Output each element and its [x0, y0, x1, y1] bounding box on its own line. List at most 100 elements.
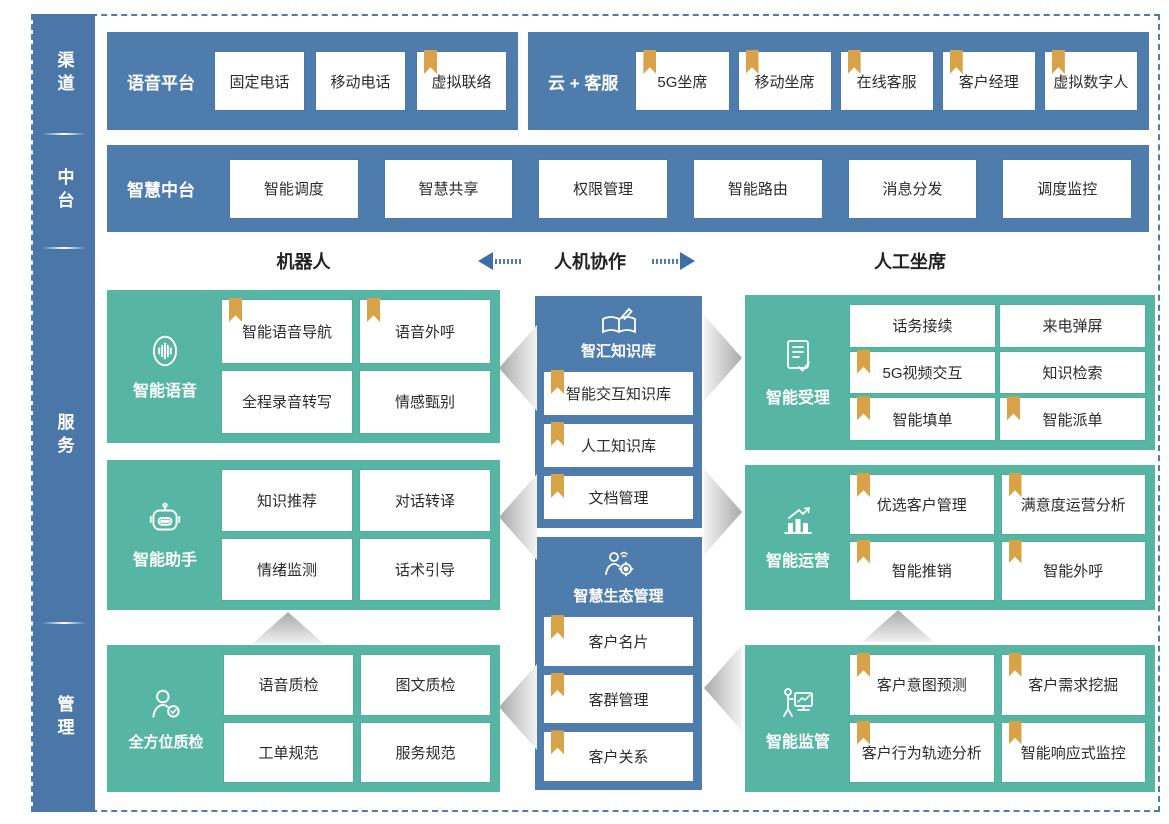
- item-label: 5G坐席: [657, 73, 708, 91]
- channel-item-account-manager[interactable]: 客户经理: [942, 50, 1035, 110]
- voice-platform-label: 语音平台: [127, 73, 195, 93]
- voice-wave-icon: [146, 332, 184, 370]
- quality-inspector-icon: [147, 686, 185, 724]
- item-smart-form-filling[interactable]: 智能填单: [850, 396, 995, 440]
- item-label: 话务接续: [892, 318, 953, 336]
- sidebar-label: 渠道: [54, 50, 74, 97]
- item-ticket-standard[interactable]: 工单规范: [224, 722, 353, 782]
- bookmark-icon: [1051, 50, 1065, 74]
- cloud-service-label: 云 + 客服: [548, 73, 619, 93]
- channel-item-fixed-phone[interactable]: 固定电话: [215, 52, 304, 110]
- item-interactive-kb[interactable]: 智能交互知识库: [544, 370, 693, 415]
- item-voice-outbound[interactable]: 语音外呼: [360, 298, 490, 363]
- item-knowledge-retrieval[interactable]: 知识检索: [1000, 351, 1145, 394]
- item-label: 智慧共享: [418, 181, 479, 198]
- channel-item-virtual-human[interactable]: 虚拟数字人: [1044, 50, 1137, 110]
- bookmark-icon: [1008, 473, 1022, 497]
- item-label: 虚拟数字人: [1053, 73, 1129, 91]
- bookmark-icon: [643, 50, 657, 74]
- block-title: 智能运营: [765, 553, 830, 570]
- item-smart-promotion[interactable]: 智能推销: [850, 539, 994, 600]
- item-customer-group[interactable]: 客群管理: [544, 672, 693, 724]
- sidebar-label: 中台: [54, 168, 74, 214]
- midplatform-item-message[interactable]: 消息分发: [848, 159, 977, 218]
- item-smart-outbound[interactable]: 智能外呼: [1001, 539, 1145, 600]
- item-knowledge-recommendation[interactable]: 知识推荐: [222, 470, 352, 531]
- midplatform-item-permission[interactable]: 权限管理: [539, 159, 668, 218]
- channel-item-online-service[interactable]: 在线客服: [840, 50, 933, 110]
- item-responsive-monitoring[interactable]: 智能响应式监控: [1001, 720, 1145, 782]
- knowledge-book-icon: [599, 307, 639, 337]
- item-customer-relationship[interactable]: 客户关系: [544, 730, 693, 782]
- channel-item-mobile-phone[interactable]: 移动电话: [316, 52, 405, 110]
- item-customer-card[interactable]: 客户名片: [544, 615, 693, 666]
- smart-assistant-label: 智能助手: [117, 470, 213, 600]
- smart-operation-block: 智能运营 优选客户管理 满意度运营分析 智能推销 智能外呼: [745, 465, 1155, 610]
- item-recording-transcription[interactable]: 全程录音转写: [222, 370, 352, 433]
- document-check-icon: [780, 337, 816, 377]
- item-label: 5G视频交互: [882, 364, 963, 382]
- block-title: 智能语音: [132, 383, 197, 400]
- item-intent-prediction[interactable]: 客户意图预测: [850, 653, 994, 715]
- item-label: 客户名片: [588, 633, 649, 651]
- midplatform-item-sharing[interactable]: 智慧共享: [384, 159, 513, 218]
- item-5g-video-interaction[interactable]: 5G视频交互: [850, 349, 995, 394]
- item-voice-qc[interactable]: 语音质检: [224, 655, 353, 715]
- quality-inspection-block: 全方位质检 语音质检 图文质检 工单规范 服务规范: [107, 645, 500, 792]
- bookmark-icon: [551, 474, 564, 498]
- item-label: 情感甄别: [394, 394, 455, 412]
- channel-item-virtual-contact[interactable]: 虚拟联络: [417, 50, 506, 110]
- knowledge-base-block: 智汇知识库 智能交互知识库 人工知识库 文档管理: [535, 296, 702, 528]
- sidebar-divider: [42, 622, 86, 624]
- smart-supervision-label: 智能监管: [755, 655, 841, 782]
- item-label: 智能填单: [892, 411, 953, 429]
- block-title: 全方位质检: [128, 733, 204, 751]
- bookmark-icon: [857, 539, 870, 564]
- item-voice-navigation[interactable]: 智能语音导航: [222, 298, 352, 363]
- item-label: 全程录音转写: [241, 394, 332, 412]
- item-document-management[interactable]: 文档管理: [544, 474, 693, 519]
- item-label: 移动电话: [330, 73, 391, 91]
- voice-platform-panel: 语音平台 固定电话 移动电话 虚拟联络: [107, 32, 518, 130]
- item-label: 在线客服: [856, 73, 917, 91]
- item-service-standard[interactable]: 服务规范: [361, 722, 490, 782]
- item-image-text-qc[interactable]: 图文质检: [361, 655, 490, 715]
- item-demand-mining[interactable]: 客户需求挖掘: [1001, 653, 1145, 715]
- item-label: 移动坐席: [754, 73, 815, 91]
- layer-sidebar: 渠道 中台 服务 管理: [33, 14, 95, 812]
- item-label: 调度监控: [1037, 181, 1098, 198]
- midplatform-item-monitor[interactable]: 调度监控: [1003, 159, 1132, 218]
- bookmark-icon: [1008, 720, 1022, 745]
- item-call-connection[interactable]: 话务接续: [850, 305, 995, 347]
- item-preferred-customer-mgmt[interactable]: 优选客户管理: [850, 473, 994, 534]
- item-label: 智能派单: [1042, 411, 1103, 429]
- item-label: 客户经理: [958, 73, 1019, 91]
- item-script-guidance[interactable]: 话术引导: [360, 539, 490, 600]
- channel-item-5g-seat[interactable]: 5G坐席: [636, 50, 729, 110]
- item-emotion-screening[interactable]: 情感甄别: [360, 370, 490, 433]
- sidebar-divider: [42, 247, 86, 249]
- item-label: 知识推荐: [256, 493, 317, 510]
- bookmark-icon: [745, 50, 759, 74]
- midplatform-item-routing[interactable]: 智能路由: [694, 159, 822, 218]
- left-arrow-icon: [478, 252, 523, 270]
- item-behavior-trajectory[interactable]: 客户行为轨迹分析: [850, 720, 994, 782]
- item-caller-popup[interactable]: 来电弹屏: [1000, 305, 1145, 347]
- sidebar-item-channel: 渠道: [33, 14, 95, 133]
- cloud-service-panel: 云 + 客服 5G坐席 移动坐席 在线客服 客户经理 虚拟数字人: [528, 32, 1149, 130]
- header-human-agent: 人工坐席: [874, 252, 946, 272]
- channel-item-mobile-seat[interactable]: 移动坐席: [738, 50, 831, 110]
- bookmark-icon: [1008, 539, 1022, 564]
- right-arrow-icon: [650, 252, 695, 270]
- bookmark-icon: [551, 730, 564, 755]
- smart-operation-label: 智能运营: [755, 475, 841, 600]
- item-dialog-translation[interactable]: 对话转译: [360, 470, 490, 531]
- item-satisfaction-analysis[interactable]: 满意度运营分析: [1001, 473, 1145, 534]
- item-emotion-monitoring[interactable]: 情绪监测: [222, 539, 352, 600]
- midplatform-item-dispatch[interactable]: 智能调度: [230, 159, 358, 218]
- sidebar-divider: [42, 133, 86, 135]
- item-smart-ticket-dispatch[interactable]: 智能派单: [1000, 396, 1145, 440]
- bookmark-icon: [551, 615, 564, 639]
- item-manual-kb[interactable]: 人工知识库: [544, 422, 693, 467]
